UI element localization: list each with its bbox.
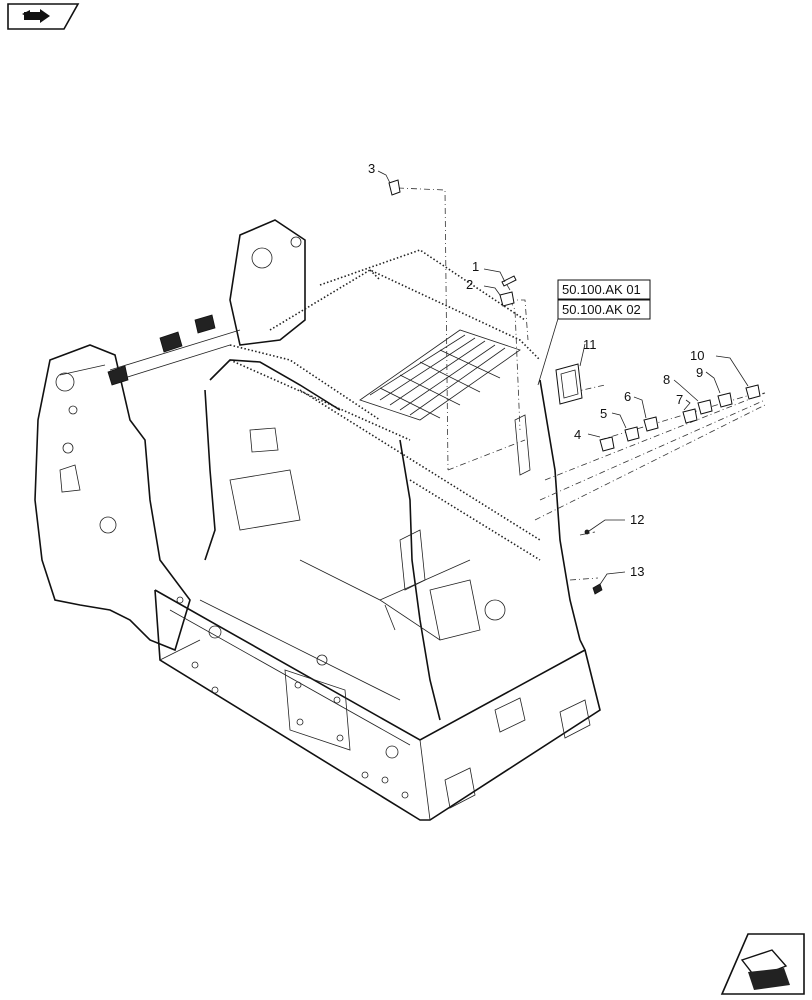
callout-labels: 3 1 2 11 10 8 9 6 7 5 4 12 13: [368, 161, 704, 579]
callout-11: 11: [583, 337, 597, 352]
callout-7: 7: [676, 392, 683, 407]
part-2-clip: [499, 291, 515, 307]
callout-4: 4: [574, 427, 581, 442]
part-5-clip: [624, 426, 640, 442]
callout-5: 5: [600, 406, 607, 421]
part-1-pin: [501, 275, 517, 287]
reference-label-1: 50.100.AK 01: [562, 282, 641, 297]
callout-1: 1: [472, 259, 479, 274]
part-6-clip: [643, 416, 659, 432]
part-4-clip: [599, 436, 615, 452]
small-parts: [388, 179, 761, 595]
callout-leaders: [377, 170, 749, 587]
reference-box-2[interactable]: 50.100.AK 02: [557, 299, 651, 320]
callout-10: 10: [690, 348, 704, 363]
part-3-clip: [388, 179, 401, 196]
callout-12: 12: [630, 512, 644, 527]
part-8-clip: [697, 399, 713, 415]
next-arrow-icon[interactable]: [720, 933, 805, 995]
reference-label-2: 50.100.AK 02: [562, 302, 641, 317]
machine-frame: [34, 219, 601, 821]
callout-9: 9: [696, 365, 703, 380]
roof-grille: [359, 329, 521, 421]
callout-3: 3: [368, 161, 375, 176]
part-7-clip: [682, 408, 698, 424]
back-arrow-icon[interactable]: [7, 3, 80, 30]
part-12-screw: [584, 529, 590, 535]
callout-2: 2: [466, 277, 473, 292]
part-11-decal: [555, 363, 583, 405]
callout-13: 13: [630, 564, 644, 579]
callout-8: 8: [663, 372, 670, 387]
leader-lines: [397, 187, 766, 581]
reference-box-1[interactable]: 50.100.AK 01: [557, 279, 651, 300]
part-13-screw: [592, 583, 603, 595]
part-10-clip: [745, 384, 761, 400]
part-9-clip: [717, 392, 733, 408]
callout-6: 6: [624, 389, 631, 404]
